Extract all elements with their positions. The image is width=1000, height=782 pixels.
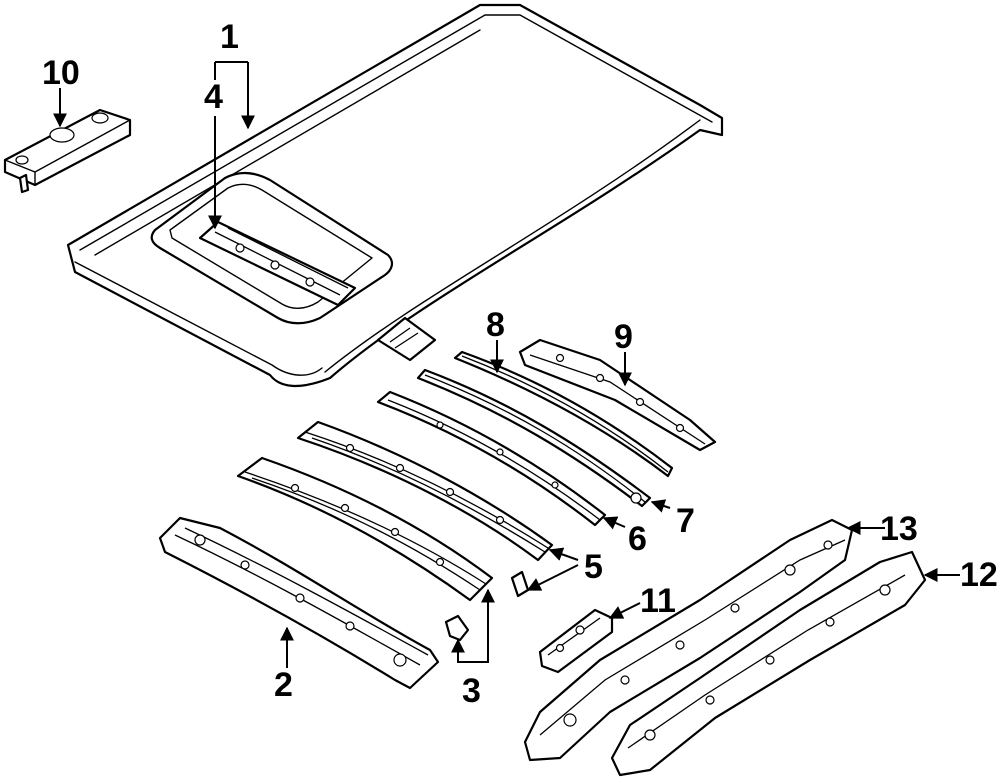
bracket-part-11: [538, 608, 614, 674]
callout-5: 5: [584, 548, 603, 586]
roof-bow-part-7: [416, 368, 652, 508]
callout-12: 12: [960, 556, 998, 594]
clip-part-5: [510, 570, 530, 598]
callout-6: 6: [628, 520, 647, 558]
callout-2: 2: [274, 666, 293, 704]
roof-bow-part-3: [236, 456, 494, 602]
callout-3: 3: [462, 672, 481, 710]
callout-7: 7: [676, 502, 695, 540]
clip-part-3: [444, 614, 470, 642]
side-rail-part-13: [523, 518, 854, 762]
callout-10: 10: [42, 54, 80, 92]
front-header-part-2: [158, 516, 440, 690]
roof-bow-part-6: [376, 390, 607, 527]
callout-1: 1: [220, 18, 239, 56]
callout-8: 8: [486, 306, 505, 344]
roof-clip-part-10: [3, 108, 132, 194]
roof-bow-part-5: [296, 420, 554, 562]
callout-13: 13: [880, 510, 918, 548]
callout-11: 11: [640, 582, 676, 620]
leader-lines: [53, 61, 960, 668]
callout-9: 9: [614, 318, 633, 356]
roof-bracket: [376, 316, 437, 362]
rear-rail-part-9: [518, 338, 717, 452]
callout-4: 4: [204, 78, 223, 116]
callout-labels: 1 4 10 8 9 7 6 5 13 12 11 2 3: [42, 18, 998, 710]
